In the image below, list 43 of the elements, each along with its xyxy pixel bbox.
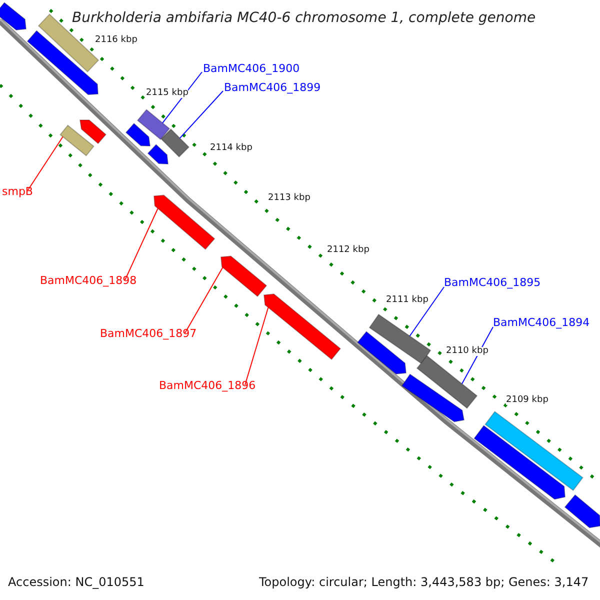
gene-feature [401, 374, 465, 422]
gene-label: BamMC406_1894 [493, 317, 590, 328]
gene-feature [356, 330, 407, 375]
gene-label: BamMC406_1896 [159, 380, 256, 391]
scale-label: 2116 kbp [95, 36, 138, 45]
gene-feature [160, 128, 190, 158]
gene-feature [153, 194, 216, 250]
scale-label: 2111 kbp [386, 296, 428, 305]
scale-label: 2109 kbp [506, 396, 548, 405]
gene-feature [147, 144, 169, 165]
scale-label: 2115 kbp [146, 89, 188, 98]
footer-text: Topology: circular; Length: 3,443,583 bp; Genes: 3,147 [259, 576, 589, 588]
footer-text: Accession: NC_010551 [8, 576, 144, 588]
gene-feature [220, 256, 268, 298]
gene-label: BamMC406_1898 [40, 275, 137, 286]
gene-feature [0, 2, 27, 31]
gene-label: BamMC406_1900 [203, 63, 300, 74]
gene-feature [416, 355, 478, 409]
gene-feature [136, 108, 170, 140]
gene-feature [564, 494, 600, 528]
leader-line [244, 307, 269, 386]
scale-label: 2112 kbp [327, 246, 370, 255]
gene-feature [474, 424, 566, 500]
gene-feature [79, 120, 107, 144]
gene-label: BamMC406_1895 [444, 277, 541, 288]
scale-label: 2110 kbp [446, 347, 488, 356]
gene-feature [263, 293, 342, 360]
leader-line [179, 90, 224, 139]
leader-line [184, 267, 224, 334]
gene-feature [60, 124, 94, 156]
leader-line [28, 136, 64, 190]
scale-label: 2113 kbp [268, 194, 310, 203]
leader-line [162, 72, 202, 124]
gene-feature [484, 410, 584, 492]
gene-feature [125, 122, 151, 147]
gene-label: BamMC406_1897 [100, 328, 197, 339]
scale-label: 2114 kbp [210, 144, 252, 153]
leader-line [409, 286, 444, 337]
gene-label: smpB [2, 186, 33, 197]
gene-label: BamMC406_1899 [224, 82, 321, 93]
map-title: Burkholderia ambifaria MC40-6 chromosome 1, complete genome [72, 11, 536, 25]
gene-feature [368, 314, 432, 364]
leader-line [124, 208, 158, 280]
